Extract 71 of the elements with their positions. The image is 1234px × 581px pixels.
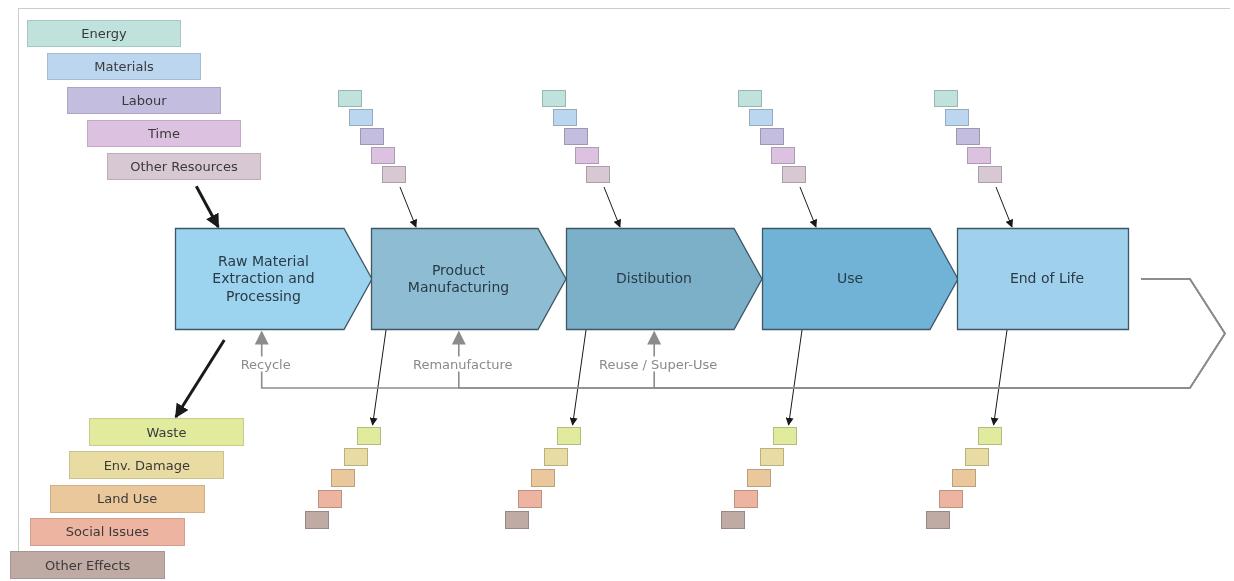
process-stage xyxy=(566,228,762,330)
arrow xyxy=(195,185,220,229)
category-swatch xyxy=(518,490,542,508)
arrow xyxy=(603,186,622,228)
category-swatch xyxy=(586,166,610,183)
arrow xyxy=(399,186,418,228)
category-swatch xyxy=(344,448,368,466)
category-label: Materials xyxy=(47,53,201,81)
category-swatch xyxy=(956,128,980,145)
category-swatch xyxy=(747,469,771,487)
category-swatch xyxy=(553,109,577,126)
category-label: Energy xyxy=(27,20,181,47)
category-swatch xyxy=(531,469,555,487)
category-swatch xyxy=(318,490,342,508)
category-swatch xyxy=(505,511,529,529)
category-swatch xyxy=(773,427,797,445)
category-swatch xyxy=(721,511,745,529)
category-swatch xyxy=(734,490,758,508)
stage-label: Use xyxy=(836,270,864,288)
category-label: Social Issues xyxy=(29,517,185,546)
category-swatch xyxy=(575,147,599,164)
category-swatch xyxy=(542,90,566,107)
arrow xyxy=(569,329,587,426)
category-swatch xyxy=(967,147,991,164)
category-swatch xyxy=(926,511,950,529)
category-swatch xyxy=(965,448,989,466)
process-stage xyxy=(762,228,958,330)
arrow xyxy=(990,329,1008,426)
category-swatch xyxy=(760,128,784,145)
category-swatch xyxy=(331,469,355,487)
stage-label: Distibution xyxy=(616,270,692,288)
category-label: Time xyxy=(87,119,241,147)
category-swatch xyxy=(978,427,1002,445)
category-label: Env. Damage xyxy=(69,451,225,480)
process-stage xyxy=(175,228,372,330)
category-label: Waste xyxy=(89,418,244,446)
category-swatch xyxy=(934,90,958,107)
arrow xyxy=(174,339,226,419)
process-stage xyxy=(371,228,566,330)
category-swatch xyxy=(978,166,1002,183)
category-swatch xyxy=(782,166,806,183)
category-swatch xyxy=(338,90,362,107)
arrow xyxy=(799,186,818,228)
feedback-arrow xyxy=(647,278,1226,389)
category-swatch xyxy=(945,109,969,126)
category-swatch xyxy=(564,128,588,145)
category-label: Labour xyxy=(67,86,221,114)
arrow xyxy=(995,186,1014,228)
category-label: Land Use xyxy=(49,484,205,513)
arrow xyxy=(785,329,803,426)
category-swatch xyxy=(349,109,373,126)
category-swatch xyxy=(305,511,329,529)
process-box xyxy=(957,228,1129,330)
stage-label: Product Manufacturing xyxy=(406,261,511,297)
category-swatch xyxy=(738,90,762,107)
category-swatch xyxy=(544,448,568,466)
category-swatch xyxy=(760,448,784,466)
arrow xyxy=(369,329,387,426)
category-swatch xyxy=(360,128,384,145)
category-swatch xyxy=(557,427,581,445)
category-swatch xyxy=(382,166,406,183)
category-label: Other Resources xyxy=(107,153,261,181)
category-swatch xyxy=(357,427,381,445)
category-swatch xyxy=(749,109,773,126)
category-swatch xyxy=(371,147,395,164)
category-swatch xyxy=(771,147,795,164)
stage-label: End of Life xyxy=(1009,270,1085,288)
category-swatch xyxy=(939,490,963,508)
category-label: Other Effects xyxy=(10,551,166,580)
stage-label: Raw Material Extraction and Processing xyxy=(211,252,316,306)
category-swatch xyxy=(952,469,976,487)
